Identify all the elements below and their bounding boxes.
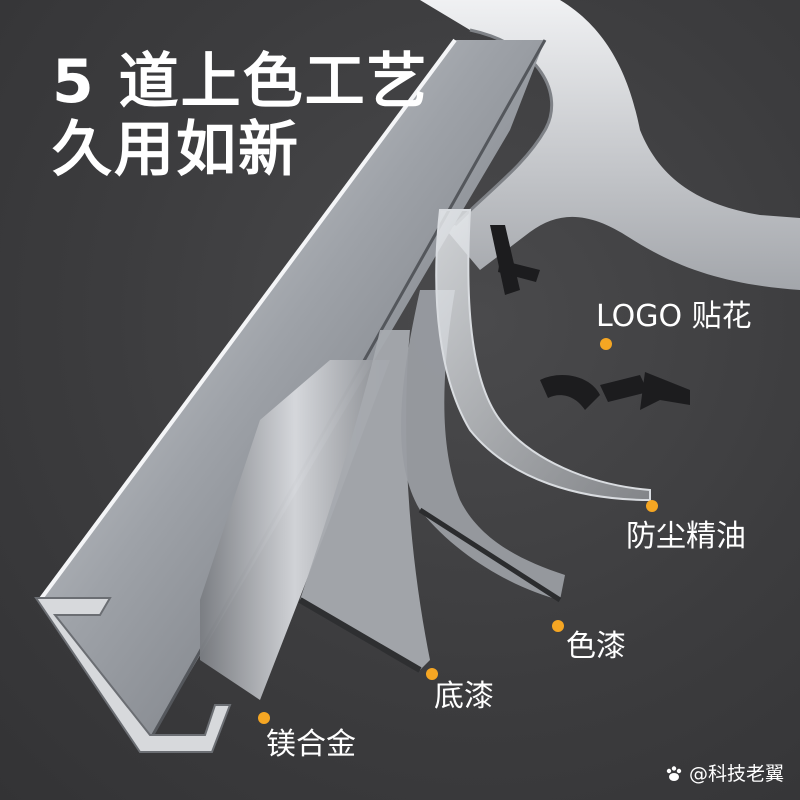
marker-dot-color-paint [552, 620, 564, 632]
marker-dot-dust-oil [646, 500, 658, 512]
callout-logo-decal: LOGO 贴花 [596, 299, 752, 334]
headline-line-2: 久用如新 [52, 115, 300, 185]
marker-dot-alloy [258, 712, 270, 724]
headline-line-1: 5 道上色工艺 [52, 47, 429, 117]
layer-logo-decal [490, 225, 690, 410]
callout-alloy: 镁合金 [266, 727, 356, 762]
callout-color-paint: 色漆 [566, 629, 626, 664]
frame-top-arm [420, 0, 800, 290]
watermark: @科技老翼 [665, 759, 784, 786]
callout-primer: 底漆 [434, 679, 494, 714]
callout-dust-oil: 防尘精油 [626, 519, 746, 554]
layer-alloy [200, 360, 390, 700]
frame-channel-profile [34, 597, 232, 753]
paw-icon [666, 766, 682, 781]
frame-main-bar [40, 40, 545, 740]
watermark-text: @科技老翼 [688, 763, 784, 785]
marker-dot-primer [426, 668, 438, 680]
layer-dust-oil [435, 209, 651, 502]
marker-dot-logo-decal [600, 338, 612, 350]
layer-primer [300, 330, 430, 670]
